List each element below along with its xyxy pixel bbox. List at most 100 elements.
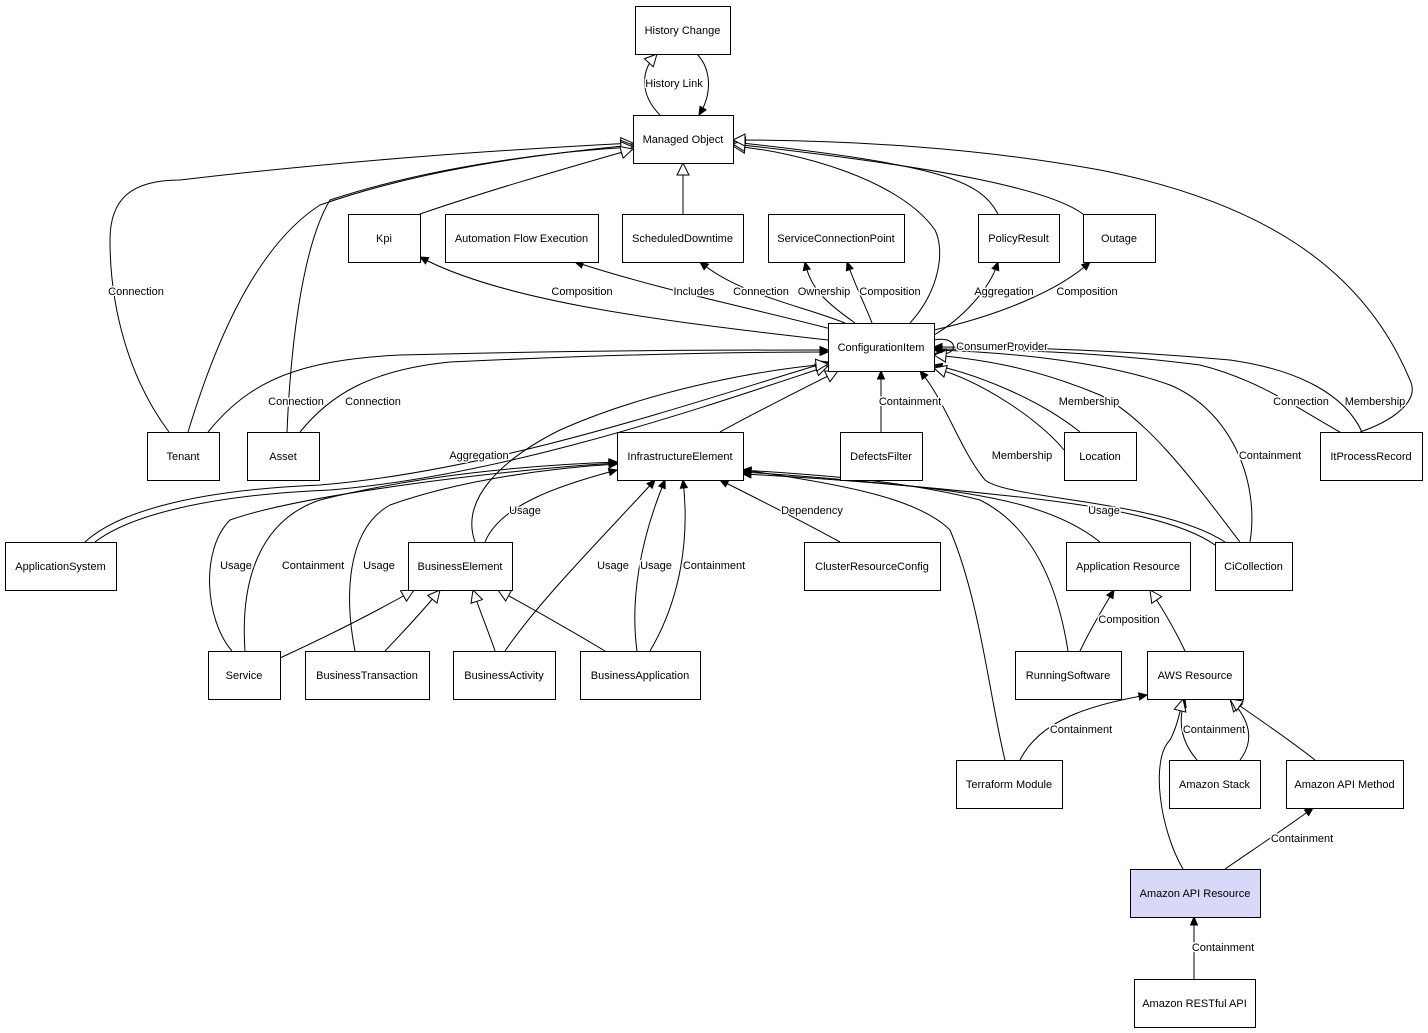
edge-label: Membership [1345,396,1406,408]
node-automation-flow-execution[interactable]: Automation Flow Execution [445,214,599,263]
association-arrowhead [418,256,430,265]
inheritance-arrowhead [731,133,746,147]
association-arrowhead [607,468,619,477]
node-terraform-module[interactable]: Terraform Module [956,760,1063,809]
edge-label: Connection [345,396,401,408]
edge-line [742,473,1216,546]
node-box [1130,869,1261,918]
edge-line [84,361,829,543]
edge-label: Composition [859,286,920,298]
node-kpi[interactable]: Kpi [348,214,421,263]
edge-label: Connection [268,396,324,408]
node-business-application[interactable]: BusinessApplication [580,651,701,700]
inheritance-arrowhead [426,589,441,604]
edge-itpr-ci-connection [932,344,1341,433]
node-amazon-stack[interactable]: Amazon Stack [1169,760,1261,809]
edge-label: Usage [640,560,672,572]
node-label: Amazon API Method [1294,779,1394,791]
node-label: History Change [645,25,721,37]
node-aws-resource[interactable]: AWS Resource [1147,651,1244,700]
edge-history-link [643,53,661,116]
node-tenant[interactable]: Tenant [147,432,220,481]
node-box [348,214,421,263]
edge-kpi-mo [419,145,635,215]
edge-line [286,146,634,433]
edge-line [699,261,846,324]
inheritance-arrowhead [619,145,635,159]
inheritance-arrowhead [932,364,948,378]
node-application-resource[interactable]: Application Resource [1066,542,1191,591]
edge-label: Composition [1098,614,1159,626]
inheritance-arrowhead [470,588,484,604]
node-business-transaction[interactable]: BusinessTransaction [305,651,430,700]
edge-be-ie-usage [484,468,619,543]
edge-label: Ownership [798,286,851,298]
node-managed-object[interactable]: Managed Object [633,115,734,164]
node-label: ApplicationSystem [15,561,106,573]
node-box [1320,432,1423,481]
edge-label: Containment [282,560,344,572]
node-scheduled-downtime[interactable]: ScheduledDowntime [622,214,744,263]
edge-line [933,354,1241,543]
node-label: Location [1079,451,1121,463]
node-policy-result[interactable]: PolicyResult [978,214,1060,263]
node-business-element[interactable]: BusinessElement [408,542,513,591]
node-label: ConfigurationItem [838,342,925,354]
edge-ci-scp-ownership [802,260,856,324]
edge-line [497,589,606,652]
node-label: CiCollection [1224,561,1283,573]
node-outage[interactable]: Outage [1083,214,1156,263]
node-asset[interactable]: Asset [247,432,320,481]
inheritance-arrowhead [814,358,830,372]
association-arrowhead [699,261,710,271]
edge-bt-ie-usage [349,460,619,652]
edge-line [719,479,841,543]
node-box [617,432,744,481]
node-label: Asset [269,451,297,463]
node-box [1064,432,1137,481]
node-configuration-item[interactable]: ConfigurationItem [828,323,935,372]
node-box [978,214,1060,263]
node-box [247,432,320,481]
edge-label: Usage [597,560,629,572]
association-arrowhead [919,370,929,381]
node-box [208,651,281,700]
edge-label: Dependency [781,505,843,517]
association-arrowhead [876,369,886,380]
node-service[interactable]: Service [208,651,281,700]
node-amazon-restful-api[interactable]: Amazon RESTful API [1134,979,1256,1028]
node-amazon-api-method[interactable]: Amazon API Method [1286,760,1404,809]
edge-asset-ci [299,347,830,433]
edge-line [279,589,415,659]
node-history-change[interactable]: History Change [635,6,731,55]
node-location[interactable]: Location [1064,432,1137,481]
node-service-connection-point[interactable]: ServiceConnectionPoint [768,214,905,263]
edge-label: Containment [683,560,745,572]
node-defects-filter[interactable]: DefectsFilter [840,432,923,481]
edge-label: Containment [1183,724,1245,736]
node-amazon-api-resource[interactable]: Amazon API Resource [1130,869,1261,918]
node-it-process-record[interactable]: ItProcessRecord [1320,432,1423,481]
inheritance-arrowhead [1149,589,1163,605]
edge-label: Containment [1192,942,1254,954]
edge-label: Containment [1050,724,1112,736]
edge-label: Usage [509,505,541,517]
node-cluster-resource-config[interactable]: ClusterResourceConfig [804,542,941,591]
edge-line [243,461,618,652]
edge-ci-sd [699,261,846,324]
node-box [305,651,430,700]
edge-itpr-mo [731,133,1413,433]
edge-label: Containment [1239,450,1301,462]
edge-sd-mo [676,161,690,214]
node-running-software[interactable]: RunningSoftware [1015,651,1122,700]
node-application-system[interactable]: ApplicationSystem [5,542,117,591]
edge-label: Usage [363,560,395,572]
edge-itpr-ci-membership [932,342,1363,433]
edge-ba-ie-usage [504,479,656,652]
edge-line [574,261,836,331]
node-business-activity[interactable]: BusinessActivity [453,651,556,700]
node-ci-collection[interactable]: CiCollection [1215,542,1293,591]
node-infrastructure-element[interactable]: InfrastructureElement [617,432,744,481]
edge-line [471,363,829,543]
